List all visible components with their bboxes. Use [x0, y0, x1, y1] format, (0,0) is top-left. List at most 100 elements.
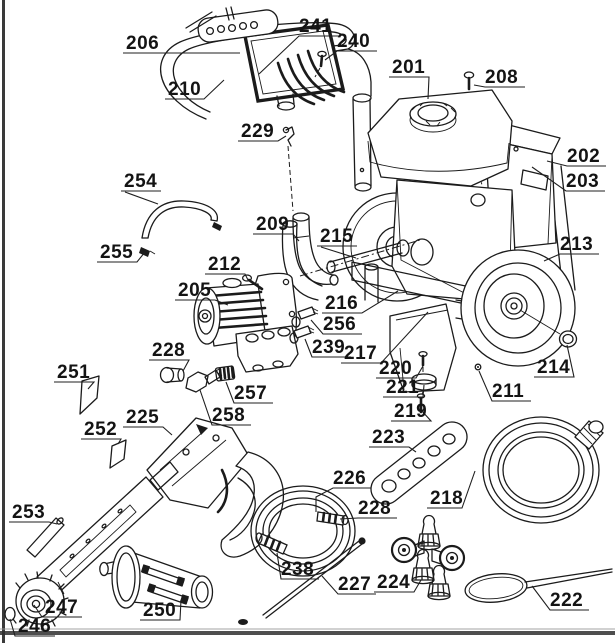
- tube-209: [292, 212, 339, 286]
- leader-line-203: [531, 166, 605, 192]
- part-label-247: 247: [45, 597, 78, 618]
- tube-253: [26, 517, 65, 558]
- panel-241: [242, 23, 346, 103]
- decal-252: [109, 439, 127, 469]
- part-label-210: 210: [168, 79, 201, 100]
- part-label-227: 227: [338, 574, 371, 595]
- part-label-226: 226: [333, 468, 366, 489]
- part-label-205: 205: [178, 280, 211, 301]
- leader-line-220: [376, 365, 424, 379]
- leader-line-251: [54, 381, 96, 390]
- part-label-246: 246: [18, 616, 51, 637]
- gun-grip: [220, 451, 285, 558]
- part-label-241: 241: [299, 16, 332, 37]
- nozzle: [390, 536, 425, 564]
- leader-line-228: [339, 517, 397, 520]
- leader-line-215: [320, 246, 357, 259]
- part-label-220: 220: [379, 358, 412, 379]
- part-label-250: 250: [143, 600, 176, 621]
- leader-line-247: [33, 604, 82, 618]
- decal-251: [79, 375, 100, 415]
- nozzle-kit-224: [390, 514, 466, 601]
- fitting-255: [139, 247, 156, 257]
- leader-line-257: [225, 381, 273, 404]
- part-label-255: 255: [100, 242, 133, 263]
- part-label-251: 251: [57, 362, 90, 383]
- leader-line-221: [383, 384, 425, 398]
- part-label-212: 212: [208, 254, 241, 275]
- engine-assembly: [299, 89, 576, 302]
- part-label-254: 254: [124, 171, 157, 192]
- handle-assembly: [160, 6, 372, 192]
- support-leg: [389, 303, 457, 393]
- part-label-225: 225: [126, 407, 159, 428]
- leader-line-218: [427, 470, 476, 509]
- part-label-224: 224: [377, 572, 410, 593]
- leader-line-229: [238, 135, 287, 142]
- leader-line-227: [321, 575, 376, 595]
- part-label-228: 228: [358, 498, 391, 519]
- nozzle: [411, 548, 435, 585]
- pump-bolt: [241, 274, 253, 282]
- part-label-238: 238: [281, 559, 314, 580]
- pump-assembly: [193, 272, 301, 373]
- coupler-nut-247: [15, 571, 69, 631]
- part-label-239: 239: [312, 337, 345, 358]
- part-label-229: 229: [241, 121, 274, 142]
- leader-line-253: [9, 521, 58, 525]
- part-label-211: 211: [492, 381, 524, 402]
- part-label-257: 257: [234, 383, 267, 404]
- scan-left-border: [2, 0, 5, 643]
- leader-line-213: [543, 253, 599, 262]
- leader-line-214: [534, 344, 575, 378]
- leader-line-209: [253, 233, 300, 242]
- leader-line-222: [531, 585, 589, 611]
- fitting-258: [185, 368, 223, 393]
- part-label-221: 221: [386, 377, 419, 398]
- leader-line-224: [374, 579, 422, 593]
- leader-line-223: [369, 446, 417, 453]
- leader-line-202: [546, 160, 606, 167]
- leader-line-216: [322, 290, 399, 314]
- leader-line-212: [205, 273, 249, 281]
- part-label-258: 258: [212, 405, 245, 426]
- side-grip-250: [99, 545, 214, 609]
- nozzle: [431, 544, 466, 572]
- gun-lance: [36, 476, 164, 598]
- leader-line-240: [324, 50, 377, 61]
- leader-line-205: [175, 299, 229, 306]
- fitting-256: [297, 306, 319, 320]
- wire-tool-222: [464, 568, 613, 603]
- leader-line-238: [276, 552, 319, 580]
- part-label-216: 216: [325, 293, 358, 314]
- part-label-223: 223: [372, 427, 405, 448]
- leader-line-256: [310, 319, 362, 335]
- nozzle: [417, 514, 441, 551]
- hose-254: [141, 200, 222, 239]
- leader-line-217: [341, 311, 429, 364]
- fitting-239: [293, 325, 315, 339]
- part-label-253: 253: [12, 502, 45, 523]
- scan-bottom-border: [0, 631, 615, 635]
- part-label-256: 256: [323, 314, 356, 335]
- leader-line-252: [81, 438, 122, 445]
- ink-blot: [238, 619, 248, 625]
- part-label-215: 215: [320, 226, 353, 247]
- part-label-208: 208: [485, 67, 518, 88]
- leader-line-208: [473, 84, 525, 88]
- part-label-209: 209: [256, 214, 289, 235]
- leader-line-241: [258, 35, 338, 75]
- pump-manifold: [235, 325, 299, 373]
- leader-line-254: [124, 191, 159, 205]
- leader-line-255: [97, 251, 146, 263]
- part-label-240: 240: [337, 31, 370, 52]
- leader-line-239: [304, 338, 351, 358]
- nozzle-holder-plate: [197, 9, 279, 43]
- cleaning-rod-227: [262, 537, 366, 619]
- hose-coil-226: [250, 485, 356, 577]
- leader-line-211: [478, 370, 531, 402]
- spray-gun: [36, 417, 285, 598]
- leader-line-201: [389, 76, 430, 100]
